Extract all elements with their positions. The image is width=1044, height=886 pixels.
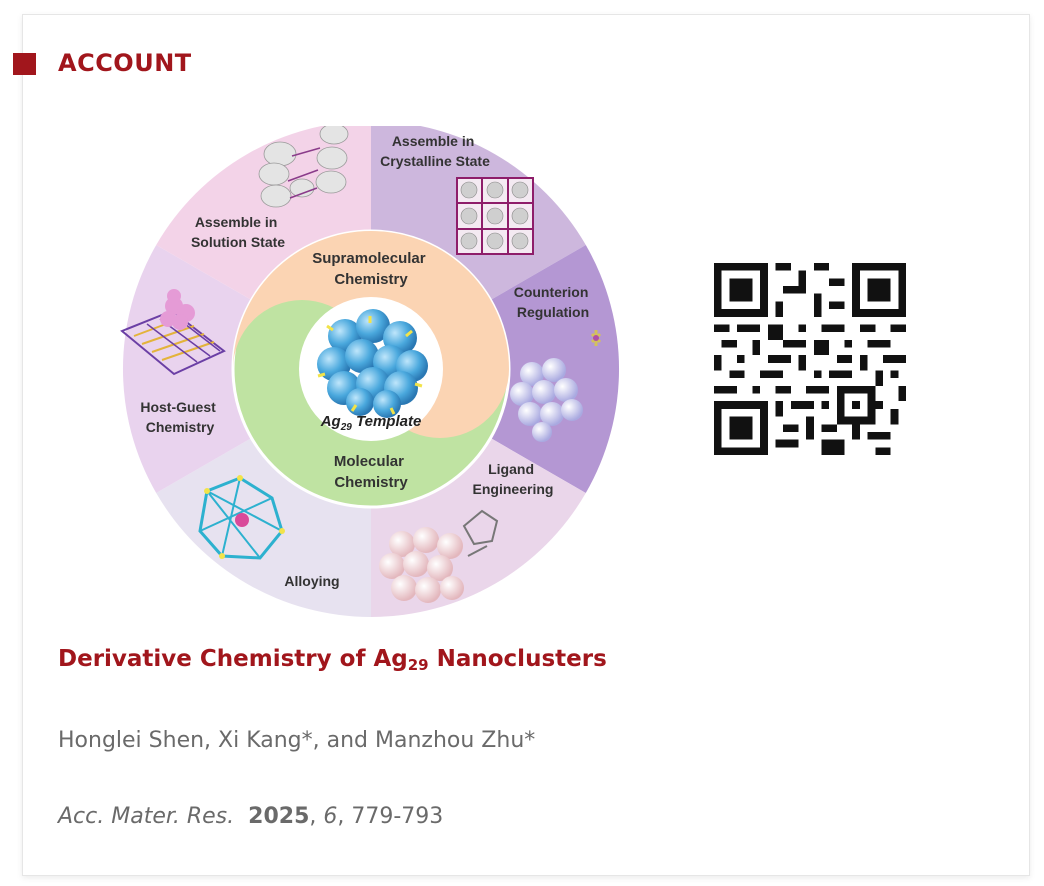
host-guest-icon: [120, 289, 226, 376]
volume: 6: [323, 804, 338, 829]
alloying-cluster-icon: [198, 475, 285, 560]
ag29-cluster-icon: [317, 309, 428, 418]
counterion-cluster-icon: [510, 330, 602, 442]
crystal-grid-icon: [456, 177, 534, 255]
page-range: , 779-793: [337, 804, 444, 829]
title-subscript: 29: [407, 656, 429, 674]
toc-figure: Ag29 Template Supramolecular Chemistry M…: [112, 121, 632, 618]
label-ligand: Ligand Engineering: [473, 461, 554, 497]
article-authors: Honglei Shen, Xi Kang*, and Manzhou Zhu*: [58, 728, 536, 753]
section-marker: [13, 53, 36, 75]
label-host-guest: Host-Guest Chemistry: [140, 399, 219, 435]
qr-code-graphic: [714, 263, 906, 455]
center-label: Ag29 Template: [320, 413, 422, 433]
molecular-label: Molecular Chemistry: [334, 453, 408, 491]
article-citation: Acc. Mater. Res.2025, 6, 779-793: [58, 804, 444, 829]
solution-assembly-icon: [258, 123, 349, 208]
article-title[interactable]: Derivative Chemistry of Ag29 Nanocluster…: [58, 646, 607, 674]
title-text-suffix: Nanoclusters: [428, 646, 607, 672]
label-alloying: Alloying: [284, 573, 339, 589]
publication-year: 2025: [248, 804, 310, 829]
section-label: ACCOUNT: [58, 49, 192, 77]
toc-wheel-graphic: Ag29 Template Supramolecular Chemistry M…: [120, 121, 620, 617]
supramolecular-label: Supramolecular Chemistry: [312, 250, 430, 288]
label-assemble-solution: Assemble in Solution State: [191, 214, 285, 250]
title-text: Derivative Chemistry of Ag: [58, 646, 408, 672]
label-counterion: Counterion Regulation: [514, 284, 593, 320]
ligand-cluster-icon: [379, 509, 499, 603]
qr-code[interactable]: [714, 263, 906, 455]
label-assemble-crystalline: Assemble in Crystalline State: [380, 133, 490, 169]
journal-name: Acc. Mater. Res.: [58, 804, 235, 829]
